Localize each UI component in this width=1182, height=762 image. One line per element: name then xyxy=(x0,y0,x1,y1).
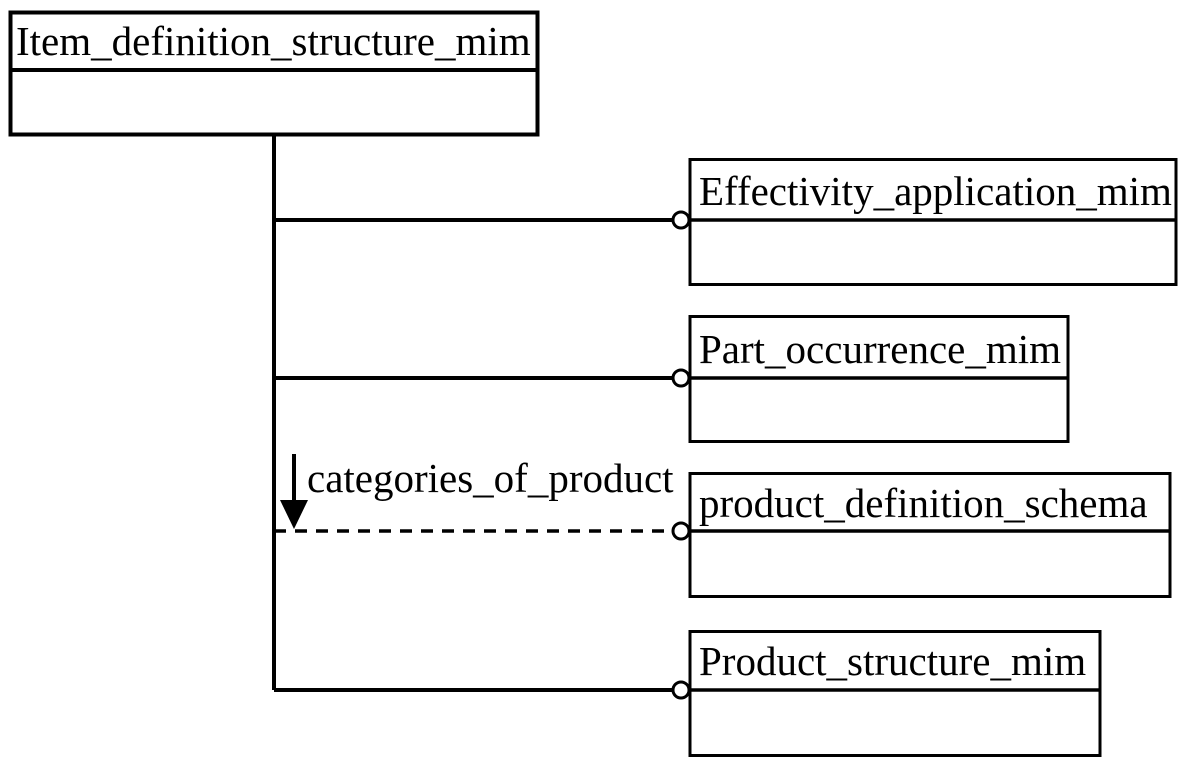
node-product-structure-mim: Product_structure_mim xyxy=(688,630,1102,757)
open-circle-terminator xyxy=(671,210,691,230)
node-title: Item_definition_structure_mim xyxy=(16,18,531,64)
node-title: Part_occurrence_mim xyxy=(699,326,1061,372)
node-box xyxy=(688,630,1102,757)
node-title: Effectivity_application_mim xyxy=(699,168,1172,214)
node-box xyxy=(688,472,1172,598)
open-circle-terminator xyxy=(671,680,691,700)
node-product-definition-schema: product_definition_schema xyxy=(688,472,1172,598)
node-effectivity-application-mim: Effectivity_application_mim xyxy=(688,158,1178,286)
edge-label: categories_of_product xyxy=(307,455,674,501)
open-circle-terminator xyxy=(671,521,691,541)
node-part-occurrence-mim: Part_occurrence_mim xyxy=(688,315,1070,443)
node-box xyxy=(8,10,540,137)
node-box xyxy=(688,158,1178,286)
node-title: Product_structure_mim xyxy=(699,638,1086,684)
open-circle-terminator xyxy=(671,368,691,388)
arrow-down-icon xyxy=(280,500,308,529)
node-title: product_definition_schema xyxy=(699,480,1148,526)
edge-annotation: categories_of_product xyxy=(280,454,674,529)
node-item-definition-structure-mim: Item_definition_structure_mim xyxy=(8,10,540,137)
